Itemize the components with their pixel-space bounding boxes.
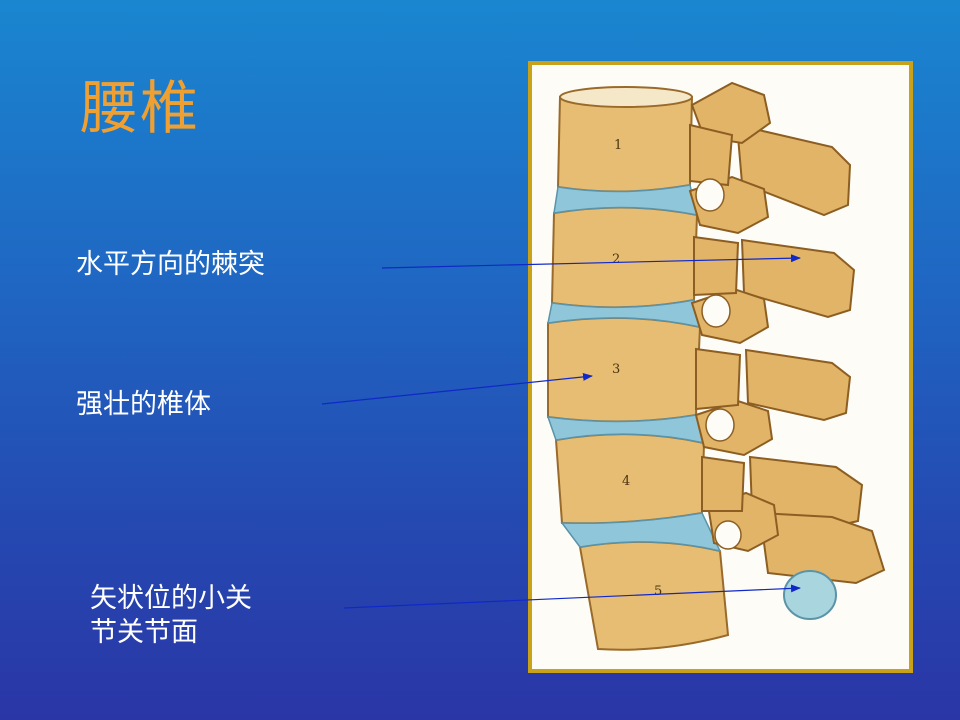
foramen-2 [701,294,731,328]
label-vertebral-body: 强壮的椎体 [76,389,211,420]
lumbar-spine-drawing: 1 2 3 4 5 [546,81,886,651]
vertebra-2-body [550,206,699,309]
pedicle-2 [693,235,740,297]
vertebra-number-4: 4 [622,474,630,489]
vertebra-number-2: 2 [612,252,620,267]
vertebra-number-3: 3 [612,362,620,377]
pedicle-1 [689,123,734,187]
foramen-3 [705,408,735,442]
label-facet-joint: 矢状位的小关 节关节面 [90,582,252,650]
foramen-1 [695,178,725,212]
facet-joint-surface [783,570,837,620]
label-spinous-process: 水平方向的棘突 [76,249,265,280]
foramen-4 [714,520,742,550]
pedicle-4 [701,455,746,512]
spinous-process-5 [758,511,886,585]
vertebra-number-1: 1 [614,138,622,153]
lumbar-spine-illustration: 1 2 3 4 5 [528,61,913,673]
vertebra-1-top [559,86,693,108]
vertebra-3-body [547,316,702,423]
label-facet-line-1: 矢状位的小关 [90,583,252,614]
label-facet-line-2: 节关节面 [90,617,198,648]
pedicle-3 [695,347,742,411]
disc-4 [560,512,722,553]
slide-title: 腰椎 [80,74,201,142]
spinous-process-3 [744,348,852,422]
vertebra-number-5: 5 [654,584,662,599]
